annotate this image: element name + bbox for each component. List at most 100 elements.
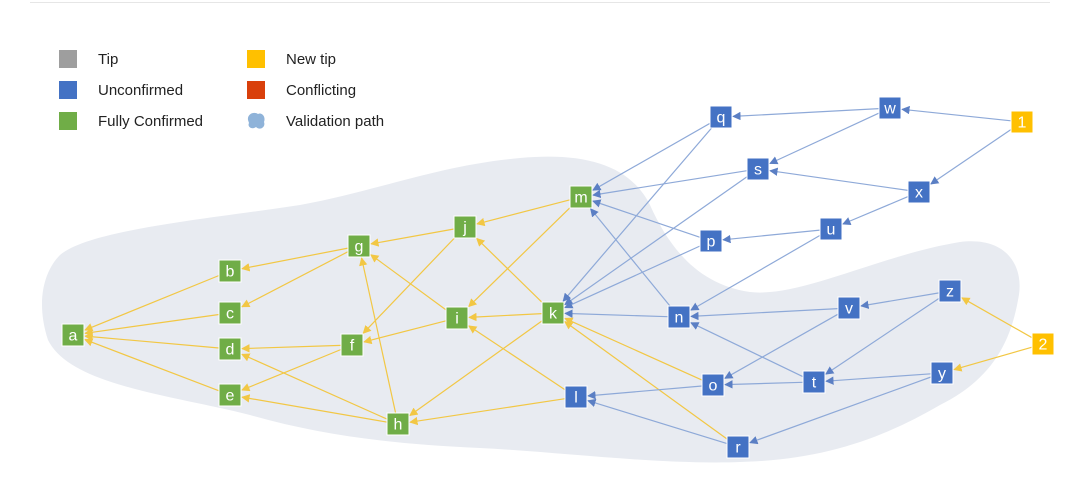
edge-s-to-k <box>564 176 748 306</box>
node-s[interactable]: s <box>746 157 770 181</box>
edge-n2-to-y <box>953 346 1033 372</box>
node-o-box <box>701 373 725 397</box>
node-n1-label: 1 <box>1018 115 1027 132</box>
node-h[interactable]: h <box>386 412 410 436</box>
edge-j-to-f <box>362 237 455 334</box>
node-q[interactable]: q <box>709 105 733 129</box>
node-z[interactable]: z <box>938 279 962 303</box>
node-g-label: g <box>355 239 364 256</box>
node-f-label: f <box>350 338 355 355</box>
node-f[interactable]: f <box>340 333 364 357</box>
edge-g-to-c <box>241 251 349 308</box>
edge-h-to-g <box>359 257 397 414</box>
node-g[interactable]: g <box>347 234 371 258</box>
edge-n-to-k <box>564 309 669 318</box>
node-o-label: o <box>709 378 718 395</box>
edge-g-to-b <box>241 247 349 272</box>
edge-l-to-h <box>409 398 566 426</box>
edge-x-to-u <box>842 196 909 225</box>
edge-o-to-k <box>564 317 703 381</box>
node-m-box <box>569 185 593 209</box>
edge-j-to-g <box>370 228 455 247</box>
node-v-box <box>837 296 861 320</box>
node-k-label: k <box>549 306 558 323</box>
node-a-box <box>61 323 85 347</box>
node-h-box <box>386 412 410 436</box>
edges-layer <box>84 105 1033 445</box>
edge-x-to-s <box>769 167 909 191</box>
node-w-label: w <box>883 101 896 118</box>
node-x-label: x <box>915 185 923 202</box>
edge-b-to-a <box>84 274 220 332</box>
node-j[interactable]: j <box>453 215 477 239</box>
node-e[interactable]: e <box>218 383 242 407</box>
edge-n1-to-x <box>930 129 1012 185</box>
node-t-label: t <box>812 375 817 392</box>
legend-item-new-tip: New tip <box>246 49 336 69</box>
node-p-label: p <box>707 234 716 251</box>
node-c[interactable]: c <box>218 301 242 325</box>
node-k[interactable]: k <box>541 301 565 325</box>
edge-c-to-a <box>84 313 220 337</box>
node-y[interactable]: y <box>930 361 954 385</box>
node-i[interactable]: i <box>445 306 469 330</box>
node-r[interactable]: r <box>726 435 750 459</box>
node-r-label: r <box>735 440 741 457</box>
legend-item-conflicting: Conflicting <box>246 80 356 100</box>
node-l-box <box>564 385 588 409</box>
node-f-box <box>340 333 364 357</box>
node-g-box <box>347 234 371 258</box>
node-t[interactable]: t <box>802 370 826 394</box>
node-z-box <box>938 279 962 303</box>
node-b[interactable]: b <box>218 259 242 283</box>
legend-swatch-unconfirmed <box>58 80 78 100</box>
node-m[interactable]: m <box>569 185 593 209</box>
node-n-label: n <box>675 310 684 327</box>
node-t-box <box>802 370 826 394</box>
edge-o-to-l <box>587 385 703 400</box>
legend-swatch-fully-confirmed <box>58 111 78 131</box>
node-s-box <box>746 157 770 181</box>
nodes-layer: a b c d e f g h i j k m l n o p q r s t u v w x y z 1 2 <box>61 96 1055 459</box>
node-u[interactable]: u <box>819 217 843 241</box>
legend-item-unconfirmed: Unconfirmed <box>58 80 183 100</box>
legend-label-unconfirmed: Unconfirmed <box>98 81 184 99</box>
node-v-label: v <box>845 301 853 318</box>
node-o[interactable]: o <box>701 373 725 397</box>
node-y-label: y <box>938 366 946 383</box>
node-n2-box <box>1031 332 1055 356</box>
node-n2[interactable]: 2 <box>1031 332 1055 356</box>
edge-p-to-k <box>564 245 701 309</box>
node-a[interactable]: a <box>61 323 85 347</box>
edge-i-to-g <box>370 254 447 311</box>
edge-w-to-s <box>769 112 880 165</box>
node-v[interactable]: v <box>837 296 861 320</box>
node-n1[interactable]: 1 <box>1010 110 1034 134</box>
node-y-box <box>930 361 954 385</box>
legend-item-tip: Tip <box>58 49 118 69</box>
node-d[interactable]: d <box>218 337 242 361</box>
node-x[interactable]: x <box>907 180 931 204</box>
edge-k-to-h <box>409 320 543 416</box>
edge-s-to-m <box>592 170 748 199</box>
edge-w-to-q <box>732 108 880 121</box>
node-e-box <box>218 383 242 407</box>
node-e-label: e <box>226 388 235 405</box>
edge-t-to-n <box>690 322 804 378</box>
node-p[interactable]: p <box>699 229 723 253</box>
node-z-label: z <box>946 284 954 301</box>
node-n[interactable]: n <box>667 305 691 329</box>
node-c-label: c <box>226 306 234 323</box>
edge-z-to-v <box>860 292 940 309</box>
node-l-label: l <box>574 390 578 407</box>
node-n1-box <box>1010 110 1034 134</box>
node-l[interactable]: l <box>564 385 588 409</box>
node-d-label: d <box>226 342 235 359</box>
node-w[interactable]: w <box>878 96 902 120</box>
edge-u-to-n <box>690 234 821 311</box>
node-j-box <box>453 215 477 239</box>
edge-p-to-m <box>592 199 701 238</box>
legend-swatch-conflicting <box>246 80 266 100</box>
edge-h-to-e <box>241 394 388 423</box>
